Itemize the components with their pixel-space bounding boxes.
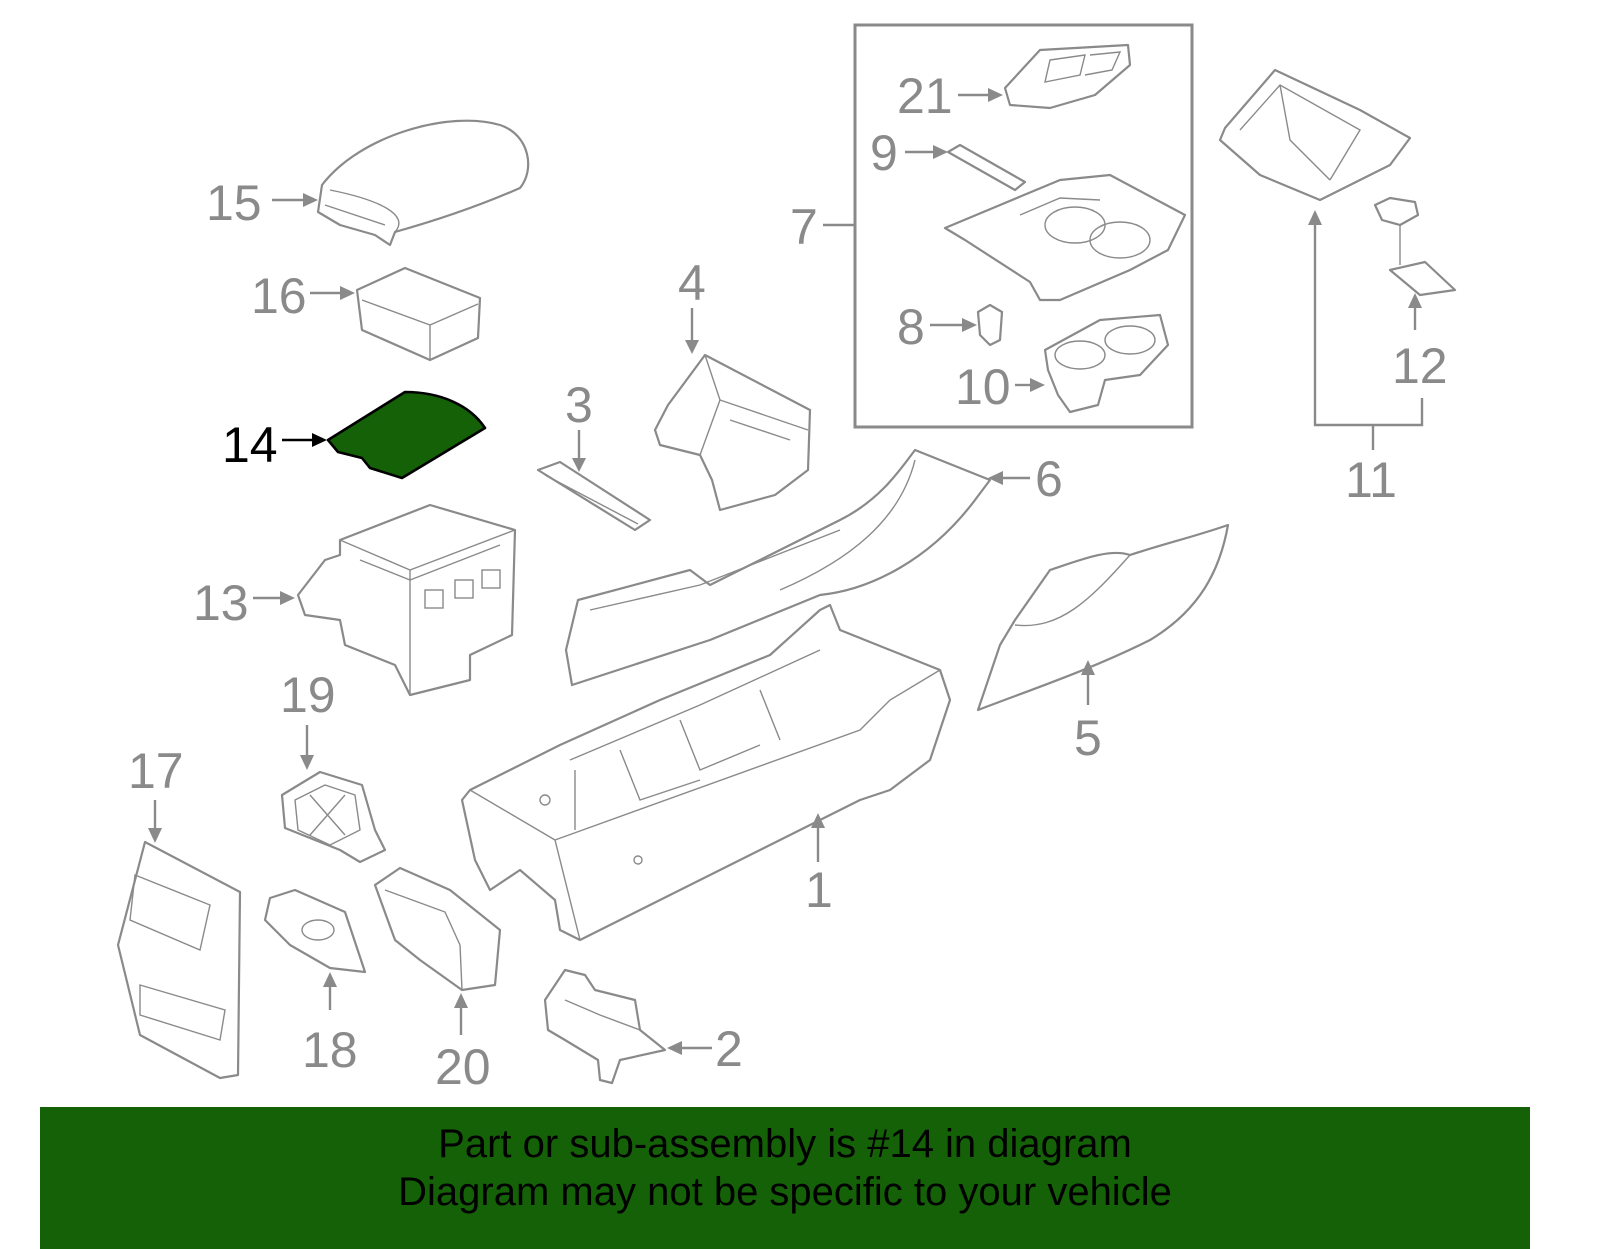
part-7-cupholder-panel[interactable] bbox=[943, 173, 1187, 302]
callout-3: 3 bbox=[565, 377, 593, 433]
part-13-storage-box[interactable] bbox=[296, 503, 517, 697]
callout-1: 1 bbox=[805, 862, 833, 918]
callout-17: 17 bbox=[128, 743, 184, 799]
part-3-trim-strip[interactable] bbox=[536, 460, 652, 532]
callout-9: 9 bbox=[870, 125, 898, 181]
part-17-rear-panel[interactable] bbox=[116, 840, 242, 1080]
part-6-upper-trim[interactable] bbox=[564, 448, 992, 687]
callout-4: 4 bbox=[678, 255, 706, 311]
callout-7: 7 bbox=[790, 199, 818, 255]
part-2-lower-bracket[interactable] bbox=[543, 968, 667, 1085]
part-4-bracket[interactable] bbox=[653, 353, 812, 512]
banner-line-disclaimer: Diagram may not be specific to your vehi… bbox=[398, 1170, 1172, 1214]
part-5-side-panel[interactable] bbox=[976, 523, 1230, 712]
part-14-console-mat[interactable] bbox=[326, 390, 487, 480]
callout-11: 11 bbox=[1345, 452, 1397, 508]
part-16-storage-tray[interactable] bbox=[355, 266, 482, 362]
callout-15: 15 bbox=[206, 175, 262, 231]
callout-12: 12 bbox=[1392, 338, 1448, 394]
part-11-console-tray[interactable] bbox=[1218, 68, 1412, 202]
callout-6: 6 bbox=[1035, 451, 1063, 507]
leader-lines bbox=[148, 88, 1424, 1055]
part-9-trim-strip[interactable] bbox=[946, 143, 1027, 192]
part-8-clip[interactable] bbox=[976, 303, 1004, 347]
part-19-rear-air-vent[interactable] bbox=[280, 770, 387, 864]
part-1-console-body[interactable] bbox=[460, 603, 952, 942]
info-banner: Part or sub-assembly is #14 in diagram D… bbox=[40, 1107, 1530, 1249]
banner-line-part-info: Part or sub-assembly is #14 in diagram bbox=[438, 1122, 1132, 1166]
callout-10: 10 bbox=[955, 359, 1011, 415]
callout-labels: 15 16 14 13 19 17 18 20 2 1 3 4 6 5 7 21… bbox=[128, 68, 1448, 1095]
callout-16: 16 bbox=[251, 268, 307, 324]
part-21-switch-panel[interactable] bbox=[1003, 43, 1132, 110]
callout-21: 21 bbox=[897, 68, 953, 124]
part-18-switch-bezel[interactable] bbox=[263, 888, 367, 974]
part-10-cup-holder[interactable] bbox=[1043, 313, 1170, 414]
part-20-rear-duct[interactable] bbox=[373, 866, 502, 992]
callout-19: 19 bbox=[280, 667, 336, 723]
callout-8: 8 bbox=[897, 299, 925, 355]
part-15-armrest-lid[interactable] bbox=[316, 119, 530, 247]
callout-2: 2 bbox=[715, 1021, 743, 1077]
callout-5: 5 bbox=[1074, 710, 1102, 766]
callout-13: 13 bbox=[193, 575, 249, 631]
callout-20: 20 bbox=[435, 1039, 491, 1095]
callout-18: 18 bbox=[302, 1022, 358, 1078]
part-12-small-bracket[interactable] bbox=[1373, 196, 1457, 297]
callout-14[interactable]: 14 bbox=[222, 417, 278, 473]
